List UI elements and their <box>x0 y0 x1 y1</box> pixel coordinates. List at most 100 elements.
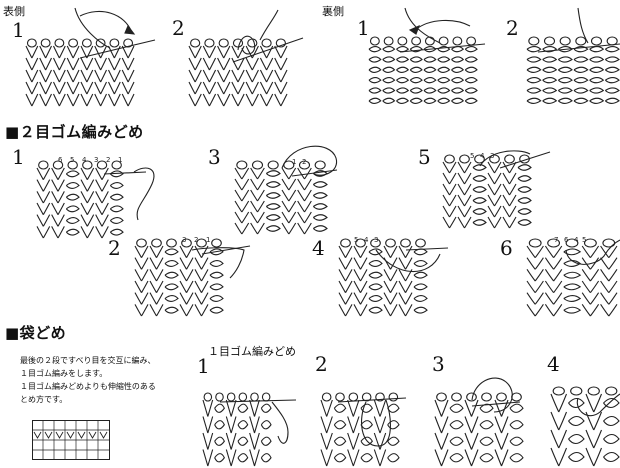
stitch <box>604 87 620 94</box>
live-loop <box>109 38 120 48</box>
stitch <box>368 66 382 73</box>
stitch <box>387 453 400 463</box>
subtitle-1x1-bindoff: １目ゴム編みどめ <box>208 345 296 358</box>
stitch <box>398 280 413 293</box>
stitch <box>250 167 265 180</box>
stitch <box>544 245 563 259</box>
stitch <box>353 245 368 258</box>
stitch <box>382 77 396 84</box>
stitch <box>53 69 66 83</box>
stitch <box>423 66 437 73</box>
stitch <box>585 393 603 413</box>
stitch <box>487 172 502 185</box>
stitch <box>209 283 224 291</box>
s1-num: 5 <box>70 156 74 164</box>
stitch <box>353 280 368 293</box>
s1-fig-2: 3 2 1 <box>134 236 251 317</box>
stitch <box>563 248 582 256</box>
stitch <box>434 416 449 434</box>
stitch <box>557 87 573 94</box>
stitch <box>297 211 312 224</box>
stitch <box>25 93 39 107</box>
stitch <box>464 97 478 104</box>
stitch <box>373 432 387 450</box>
s1-num: 4 <box>480 152 485 160</box>
stitch <box>259 57 274 71</box>
s2-fig-2 <box>320 392 407 467</box>
stitch <box>600 292 618 305</box>
s1-num: 4 <box>82 156 87 164</box>
stitch <box>53 45 66 59</box>
s1-step-3: 3 <box>208 145 221 169</box>
stitch <box>338 245 353 258</box>
live-loop <box>474 154 485 164</box>
stitch <box>517 164 532 171</box>
stitch <box>234 211 250 224</box>
stitch <box>194 292 209 305</box>
stitch <box>383 292 398 305</box>
stitch <box>442 183 457 196</box>
stitch <box>368 248 383 256</box>
stitch <box>368 87 382 94</box>
tubular-chart <box>32 420 110 460</box>
s1-num: 1 <box>118 156 122 164</box>
stitch <box>245 69 259 83</box>
stitch <box>526 66 542 73</box>
live-loop <box>348 392 359 402</box>
stitch <box>66 93 80 107</box>
live-loop <box>397 36 408 46</box>
stitch <box>249 432 260 450</box>
stitch <box>604 56 620 63</box>
stitch <box>423 77 437 84</box>
stitch <box>80 93 94 107</box>
live-loop <box>411 36 422 46</box>
stitch <box>265 192 281 199</box>
top-back-fig-2 <box>526 7 620 104</box>
stitch <box>281 211 297 224</box>
stitch <box>231 81 245 95</box>
live-loop <box>369 36 380 46</box>
live-loop <box>444 154 455 164</box>
stitch <box>383 245 398 258</box>
stitch <box>209 260 224 267</box>
stitch <box>398 257 413 270</box>
stitch <box>214 403 225 413</box>
stitch <box>517 219 532 226</box>
description-line: とめ方です。 <box>20 395 68 404</box>
stitch <box>398 292 413 305</box>
stitch <box>214 453 225 463</box>
stitch <box>434 432 449 450</box>
stitch <box>517 186 532 193</box>
stitch <box>396 97 410 104</box>
live-loop <box>250 392 259 402</box>
s1-num: 3 <box>182 236 186 244</box>
live-loop <box>211 238 222 248</box>
stitch <box>217 69 231 83</box>
stitch <box>604 66 620 73</box>
stitch <box>396 77 410 84</box>
stitch <box>413 283 428 291</box>
stitch <box>312 181 328 188</box>
stitch <box>338 280 353 293</box>
live-loop <box>570 386 583 396</box>
stitch <box>542 66 558 73</box>
stitch <box>589 46 605 53</box>
stitch <box>250 211 265 224</box>
stitch <box>108 45 121 59</box>
stitch <box>502 183 517 196</box>
live-loop <box>261 392 271 402</box>
stitch <box>188 81 202 95</box>
stitch <box>265 214 281 221</box>
stitch <box>134 280 149 293</box>
top-front-step-2: 2 <box>172 16 185 40</box>
s1-step-5: 5 <box>418 145 431 169</box>
stitch <box>259 81 274 95</box>
stitch <box>589 56 605 63</box>
chart-symbol <box>99 431 108 439</box>
stitch <box>53 57 66 71</box>
stitch <box>134 292 149 305</box>
live-loop <box>204 38 215 48</box>
stitch <box>457 194 472 207</box>
stitch <box>368 46 382 53</box>
live-loop <box>438 36 449 46</box>
